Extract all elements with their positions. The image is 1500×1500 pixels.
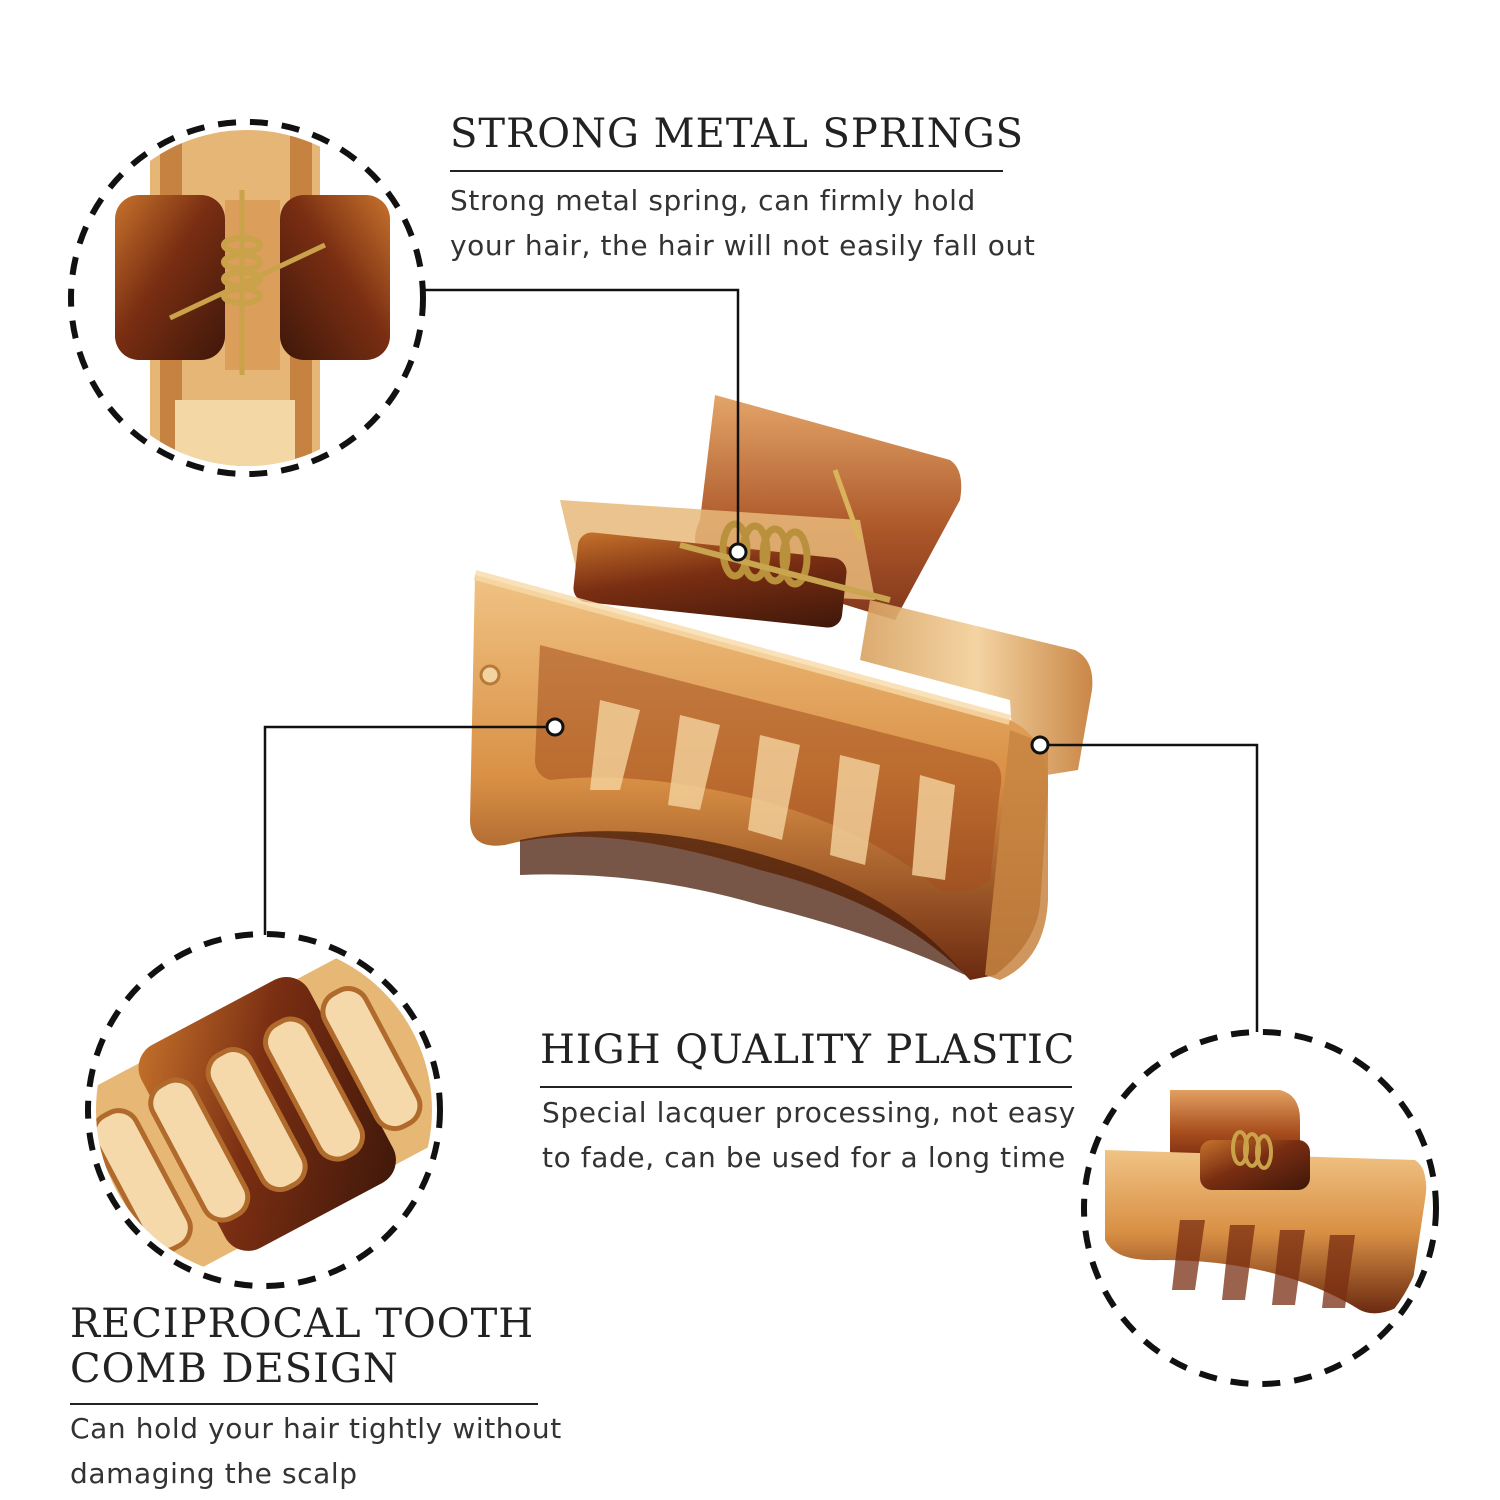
feature-desc-springs: Strong metal spring, can firmly hold you… xyxy=(450,178,1035,268)
feature-desc-plastic: Special lacquer processing, not easy to … xyxy=(542,1090,1076,1180)
feature-divider-teeth xyxy=(70,1403,538,1405)
leader-lines xyxy=(263,288,1259,1032)
feature-title-plastic: HIGH QUALITY PLASTIC xyxy=(540,1027,1076,1073)
plastic-closeup xyxy=(1105,1090,1427,1314)
feature-desc-line: to fade, can be used for a long time xyxy=(542,1141,1066,1174)
feature-desc-line: your hair, the hair will not easily fall… xyxy=(450,229,1036,262)
feature-desc-line: Strong metal spring, can firmly hold xyxy=(450,184,976,217)
plastic-closeup-border xyxy=(1081,1029,1439,1387)
feature-desc-line: damaging the scalp xyxy=(70,1457,358,1490)
teeth-closeup xyxy=(96,942,432,1278)
feature-divider-springs xyxy=(450,170,1003,172)
teeth-closeup-border xyxy=(85,931,443,1289)
feature-title-line: RECIPROCAL TOOTH xyxy=(70,1301,535,1347)
feature-divider-plastic xyxy=(540,1086,1072,1088)
hair-claw-clip-main xyxy=(470,395,1093,980)
feature-title-line: COMB DESIGN xyxy=(70,1345,399,1392)
feature-title-teeth: RECIPROCAL TOOTH COMB DESIGN xyxy=(70,1302,534,1392)
feature-desc-line: Special lacquer processing, not easy xyxy=(542,1096,1076,1129)
metal-spring-main xyxy=(679,469,891,603)
feature-title-springs: STRONG METAL SPRINGS xyxy=(450,111,1025,157)
spring-closeup xyxy=(115,130,390,466)
feature-desc-teeth: Can hold your hair tightly without damag… xyxy=(70,1406,562,1496)
teeth-pointer-dot xyxy=(545,717,565,737)
plastic-pointer-dot xyxy=(1030,735,1050,755)
spring-closeup-border xyxy=(68,119,426,477)
feature-desc-line: Can hold your hair tightly without xyxy=(70,1412,562,1445)
spring-pointer-dot xyxy=(728,542,748,562)
